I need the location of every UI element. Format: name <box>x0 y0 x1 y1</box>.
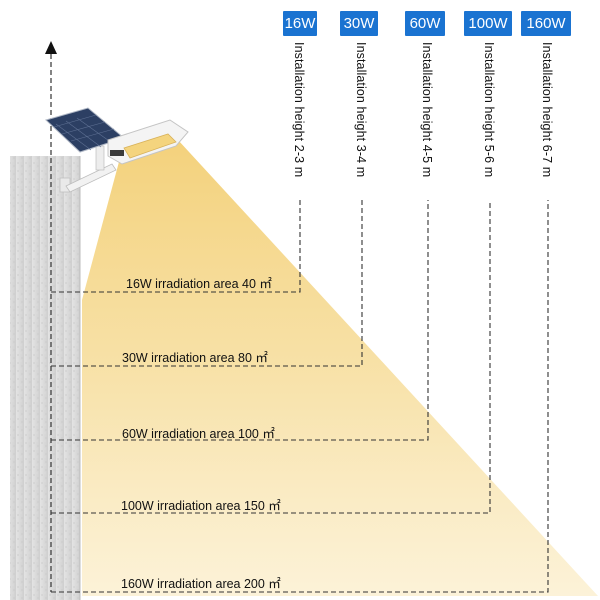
area-label-16w: 16W irradiation area 40 ㎡ <box>126 277 272 291</box>
height-label-160w: Installation height 6-7 m <box>540 42 554 178</box>
dashed-connectors <box>51 200 549 593</box>
area-label-30w: 30W irradiation area 80 ㎡ <box>122 351 268 365</box>
badge-30w: 30W <box>340 11 378 36</box>
badge-60w: 60W <box>405 11 445 36</box>
area-label-60w: 60W irradiation area 100 ㎡ <box>122 427 275 441</box>
badge-160w: 160W <box>521 11 571 36</box>
height-label-100w: Installation height 5-6 m <box>482 42 496 178</box>
badge-16w: 16W <box>283 11 317 36</box>
solar-panel-icon <box>45 107 126 153</box>
height-label-60w: Installation height 4-5 m <box>420 42 434 178</box>
height-label-16w: Installation height 2-3 m <box>292 42 306 178</box>
area-label-160w: 160W irradiation area 200 ㎡ <box>121 577 281 591</box>
badge-100w: 100W <box>464 11 512 36</box>
connector-160w <box>51 200 549 593</box>
connector-60w <box>51 200 429 441</box>
connector-100w <box>51 200 491 514</box>
street-lamp-icon <box>45 107 189 193</box>
up-arrow-icon <box>45 41 57 54</box>
connector-16w <box>51 200 301 293</box>
area-label-100w: 100W irradiation area 150 ㎡ <box>121 499 281 513</box>
height-label-30w: Installation height 3-4 m <box>354 42 368 178</box>
light-beam <box>82 140 598 596</box>
wall <box>10 156 80 600</box>
